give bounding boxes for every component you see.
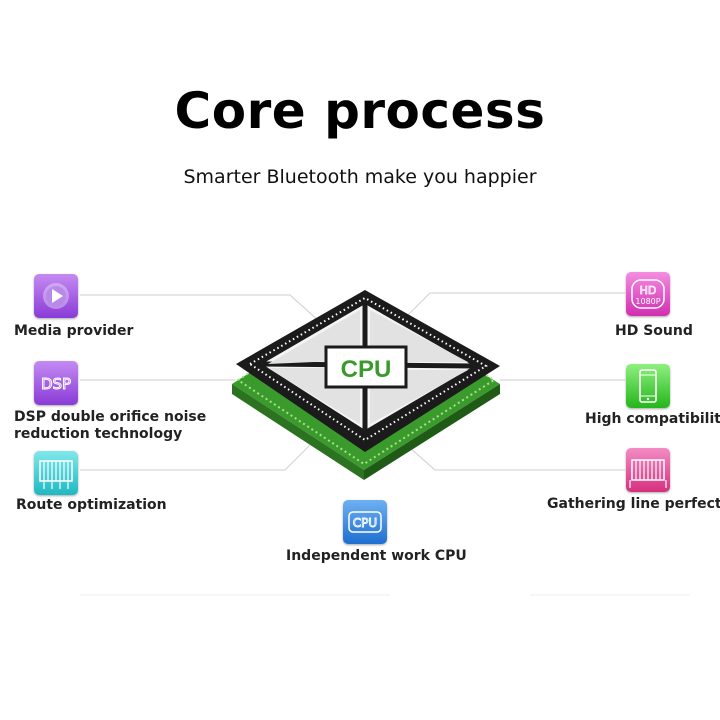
compat-label: High compatibility [585, 411, 720, 427]
svg-text:DSP: DSP [41, 375, 71, 393]
connector-hd [404, 292, 625, 319]
dsp-label-line2: reduction technology [14, 426, 183, 442]
dsp-icon: DSP [34, 361, 78, 405]
hd-sound-label: HD Sound [615, 323, 693, 339]
route-icon [34, 451, 78, 495]
hd-1080p-icon: HD 1080P [626, 272, 670, 316]
svg-text:HD: HD [640, 284, 657, 297]
cpu-label: Independent work CPU [286, 548, 467, 564]
chip-label: CPU [341, 356, 392, 383]
play-icon [34, 274, 78, 318]
page-title: Core process [174, 82, 546, 140]
connector-gather [409, 447, 625, 471]
svg-text:1080P: 1080P [635, 297, 660, 306]
phone-icon [626, 364, 670, 408]
route-label: Route optimization [16, 497, 167, 513]
cpu-icon: CPU [343, 500, 387, 544]
connector-route [80, 444, 311, 471]
svg-text:CPU: CPU [353, 516, 377, 530]
gathering-label: Gathering line perfectly [547, 496, 720, 512]
chip-center-box [324, 345, 408, 389]
connector-media [80, 294, 321, 323]
wire-bundle-icon [626, 448, 670, 492]
media-provider-label: Media provider [14, 323, 134, 339]
dsp-label-line1: DSP double orifice noise [14, 409, 207, 425]
page-subtitle: Smarter Bluetooth make you happier [183, 166, 537, 188]
